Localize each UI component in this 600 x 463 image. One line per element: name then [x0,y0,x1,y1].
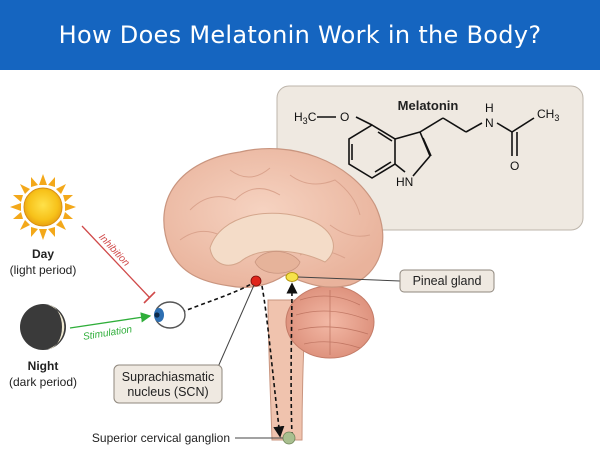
eye-icon [154,301,186,329]
inhibition-label: Inhibition [96,232,132,269]
pineal-label: Pineal gland [413,274,482,288]
amide-nitrogen-label: N [485,116,494,130]
scn-label-line1: Suprachiasmatic [122,370,214,384]
night-label: Night [28,359,59,373]
inhibition-arrow [81,225,156,304]
stimulation-label: Stimulation [82,324,133,343]
stimulation-arrow [69,312,152,329]
scn-label-line2: nucleus (SCN) [127,385,208,399]
moon-icon [20,304,66,350]
title-banner: How Does Melatonin Work in the Body? [0,0,600,70]
amide-hydrogen-label: H [485,101,494,115]
melatonin-title: Melatonin [398,98,459,113]
h3c-label: H3C [294,110,317,126]
scg-dot [282,431,296,445]
melatonin-diagram: Melatonin H3C [9,85,584,445]
melatonin-bonds [317,116,535,179]
scn-dot [250,275,262,287]
brain-illustration [163,148,384,441]
pineal-leader-line [297,276,401,282]
scg-label: Superior cervical ganglion [92,431,230,445]
ch3-label: CH3 [537,107,559,123]
indole-nh-label: HN [396,175,413,189]
sun-icon [10,174,76,240]
thalamus [254,251,301,274]
scn-label-box [113,364,223,404]
pineal-gland-marker [285,272,299,282]
carbonyl-oxygen-label: O [510,159,519,173]
methoxy-oxygen-label: O [340,110,349,124]
day-label: Day [32,247,54,261]
corpus-callosum [209,212,334,266]
scn-leader-line [217,284,255,368]
pineal-label-box [399,269,495,293]
page-title: How Does Melatonin Work in the Body? [58,21,542,49]
day-sublabel: (light period) [10,263,77,277]
night-sublabel: (dark period) [9,375,77,389]
